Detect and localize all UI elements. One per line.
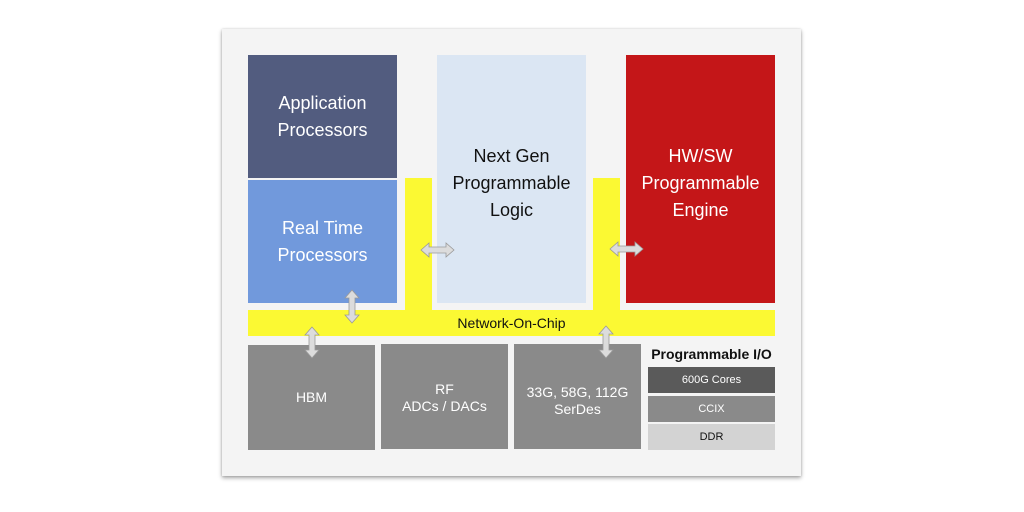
double-arrow-icon bbox=[598, 325, 614, 359]
hbm-label: HBM bbox=[295, 389, 328, 405]
programmable-io-title: Programmable I/O bbox=[651, 346, 772, 362]
pio-ccix: CCIX bbox=[648, 396, 775, 422]
rf-label: RF ADCs / DACs bbox=[402, 381, 487, 414]
double-arrow-icon bbox=[344, 289, 360, 324]
real-time-processors-block: Real Time Processors bbox=[248, 180, 397, 303]
serdes-label: 33G, 58G, 112G SerDes bbox=[526, 384, 629, 417]
next-gen-logic-block: Next Gen Programmable Logic bbox=[437, 55, 586, 303]
pio-600g-cores: 600G Cores bbox=[648, 367, 775, 393]
rf-block: RF ADCs / DACs bbox=[381, 344, 508, 449]
double-arrow-icon bbox=[420, 242, 455, 258]
double-arrow-icon bbox=[304, 326, 320, 359]
application-processors-block: Application Processors bbox=[248, 55, 397, 178]
hwsw-engine-block: HW/SW Programmable Engine bbox=[626, 55, 775, 303]
hbm-block: HBM bbox=[248, 345, 375, 450]
double-arrow-icon bbox=[609, 241, 644, 257]
hwsw-engine-label: HW/SW Programmable Engine bbox=[641, 146, 760, 220]
real-time-processors-label: Real Time Processors bbox=[277, 217, 368, 265]
noc-label: Network-On-Chip bbox=[457, 315, 566, 331]
next-gen-logic-label: Next Gen Programmable Logic bbox=[452, 146, 571, 220]
serdes-block: 33G, 58G, 112G SerDes bbox=[514, 344, 641, 449]
noc-bus-horizontal bbox=[248, 310, 775, 336]
pio-ddr: DDR bbox=[648, 424, 775, 450]
application-processors-label: Application Processors bbox=[277, 92, 368, 140]
